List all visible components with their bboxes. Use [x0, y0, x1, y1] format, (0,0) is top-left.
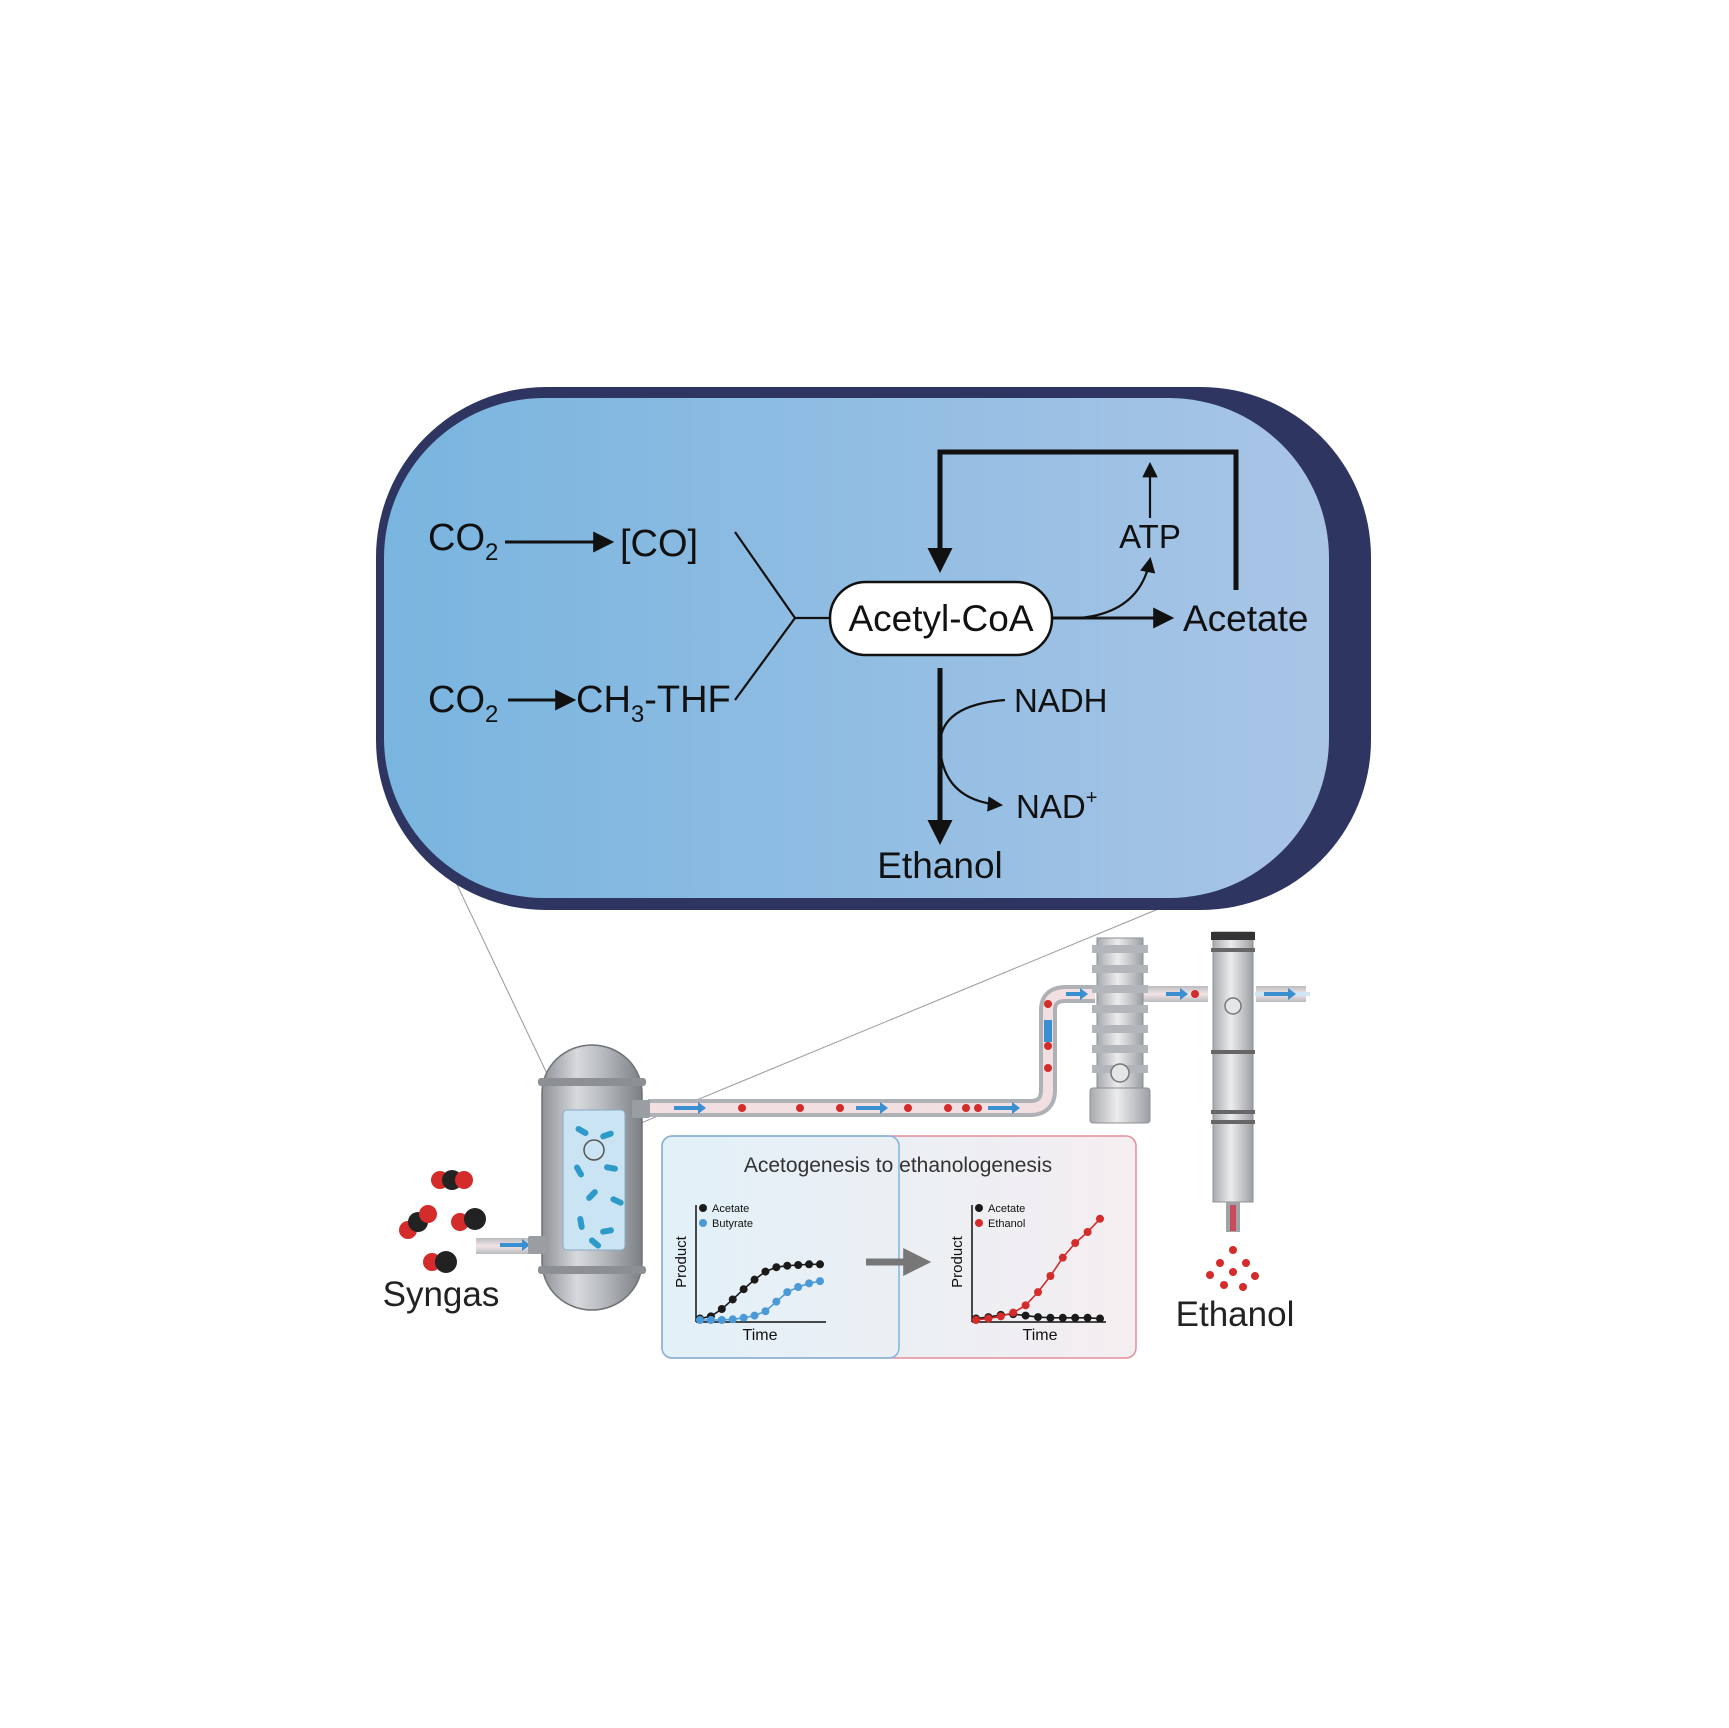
chart1-series-0-point	[717, 1305, 726, 1313]
atp-label: ATP	[1119, 518, 1181, 555]
chart2-series-0-point	[1034, 1313, 1042, 1322]
chart1-series-0-point	[783, 1261, 792, 1270]
chart1-series-0-point	[772, 1263, 781, 1272]
chart2-legend-marker-0	[975, 1204, 983, 1212]
chart1-series-0-point	[805, 1260, 814, 1269]
nadh-label: NADH	[1014, 682, 1108, 719]
bacteria-cells	[574, 1126, 624, 1249]
chart1-legend-marker-1	[699, 1219, 707, 1227]
ethanol-pathway-label: Ethanol	[877, 845, 1003, 886]
ethanol-droplets-in-pipe	[738, 990, 1199, 1112]
pathway-labels: CO2 [CO] CO2 CH3-THF Acetyl-CoA ATP Acet…	[428, 517, 1308, 886]
acetate-label: Acetate	[1183, 598, 1308, 639]
chart-acetogenesis: Product Time Acetate Butyrate	[673, 1203, 826, 1344]
syngas-molecules	[399, 1170, 486, 1273]
chart1-series-0-point	[728, 1295, 737, 1304]
chart2-series-0-point	[1071, 1313, 1080, 1322]
ethanol-droplets	[1206, 1246, 1259, 1291]
acetate-recycle-loop	[927, 449, 1239, 590]
chart1-series-1-point	[794, 1283, 803, 1291]
chart2-series-1-point	[1083, 1228, 1092, 1236]
chart1-series-1-point	[783, 1288, 792, 1297]
chart2-series-1-point	[1046, 1272, 1055, 1280]
flow-arrows	[500, 988, 1296, 1251]
ethanol-output-label: Ethanol	[1176, 1295, 1295, 1334]
chart2-series-1-point	[1058, 1253, 1067, 1262]
chart1-series-1-point	[761, 1307, 770, 1316]
chart1-ylabel: Product	[673, 1235, 690, 1288]
syngas-label: Syngas	[383, 1275, 500, 1314]
chart2-legend-1: Ethanol	[988, 1218, 1025, 1230]
pathway-arrows	[505, 449, 1239, 845]
chart1-series-0-point	[794, 1261, 803, 1269]
chart2-series-0-point	[1058, 1313, 1067, 1322]
chart2-series-1-point	[1034, 1288, 1042, 1297]
chart2-legend-marker-1	[975, 1219, 983, 1227]
chart1-series-1-point	[717, 1316, 726, 1324]
chart1-xlabel: Time	[743, 1327, 778, 1344]
chart2-series-1-point	[984, 1314, 993, 1323]
chart2-series-1-point	[1071, 1239, 1080, 1247]
chart1-series-1-point	[816, 1277, 824, 1286]
nad-label: NAD+	[1016, 787, 1097, 825]
chart2-marks	[972, 1214, 1104, 1324]
chart1-legend-marker-0	[699, 1204, 707, 1212]
acetyl-coa-label: Acetyl-CoA	[848, 598, 1033, 639]
chart1-legend-1: Butyrate	[712, 1218, 753, 1230]
chart1-series-0-point	[739, 1285, 748, 1294]
chart2-series-1-point	[1021, 1301, 1030, 1310]
chart2-series-0-point	[1046, 1313, 1055, 1322]
chart1-series-0-point	[750, 1275, 759, 1284]
ch3-thf-label: CH3-THF	[576, 679, 731, 728]
chart2-legend-0: Acetate	[988, 1203, 1025, 1215]
chart1-series-1-point	[728, 1315, 737, 1324]
chart1-series-0-point	[816, 1260, 824, 1269]
chart-ethanologenesis: Product Time Acetate Ethanol	[949, 1203, 1106, 1344]
distillation-column	[1089, 937, 1151, 1124]
chart1-series-1-point	[772, 1297, 781, 1306]
chart1-series-1-point	[706, 1316, 715, 1324]
chart2-xlabel: Time	[1023, 1327, 1058, 1344]
acetyl-coa-box	[828, 580, 1054, 657]
chart2-ylabel: Product	[949, 1235, 966, 1288]
arrow-nadh-to-nad	[938, 698, 1006, 812]
separation-column	[1211, 931, 1255, 1232]
chart2-series-1-point	[1096, 1214, 1104, 1223]
inset-title: Acetogenesis to ethanologenesis	[744, 1154, 1052, 1177]
chart2-series-0-point	[1021, 1311, 1030, 1320]
chart1-series-1-point	[805, 1279, 814, 1288]
chart1-series-1-point	[696, 1316, 704, 1324]
chart1-legend-0: Acetate	[712, 1203, 749, 1215]
chart1-marks	[696, 1260, 824, 1324]
co-label: [CO]	[620, 523, 698, 565]
chart1-series-0-point	[761, 1267, 770, 1276]
chart1-series-1-point	[750, 1311, 759, 1320]
co2-top-label: CO2	[428, 517, 498, 566]
inset-panel: Acetogenesis to ethanologenesis Product …	[661, 1135, 1137, 1359]
chart2-series-1-point	[996, 1312, 1005, 1321]
arrow-to-atp	[1079, 556, 1156, 620]
chart2-series-0-point	[1083, 1313, 1092, 1322]
chart2-series-0-point	[1096, 1314, 1104, 1323]
chart2-series-1-point	[972, 1316, 980, 1324]
bioreactor	[528, 1044, 650, 1311]
chart2-series-1-point	[1009, 1308, 1018, 1317]
chart1-series-1-point	[739, 1313, 748, 1322]
co2-bottom-label: CO2	[428, 679, 498, 728]
